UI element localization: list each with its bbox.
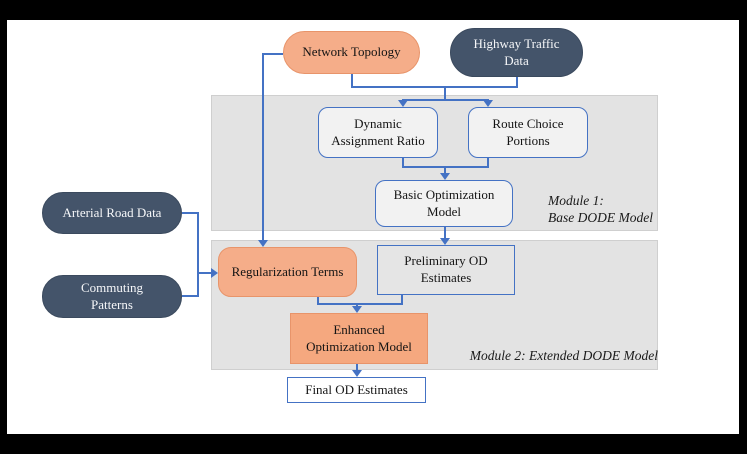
connector-into-regularization [197, 272, 211, 274]
connector-basic-to-preliminary [444, 227, 446, 239]
node-final-od-estimates: Final OD Estimates [287, 377, 426, 403]
node-regularization-terms: Regularization Terms [218, 247, 357, 297]
node-basic-optimization-model-label: Basic Optimization Model [393, 186, 495, 219]
connector-highway-down [516, 77, 518, 87]
connector-preliminary-down [401, 295, 403, 305]
node-route-choice-portions: Route Choice Portions [468, 107, 588, 158]
node-dynamic-assignment-ratio-label: Dynamic Assignment Ratio [331, 115, 425, 148]
connector-bottom-merge [317, 303, 403, 305]
connector-regularization-down [317, 297, 319, 305]
connector-merge-down [444, 86, 446, 100]
connector-topology-down [351, 73, 353, 87]
node-basic-optimization-model: Basic Optimization Model [375, 180, 513, 227]
connector-dynamic-down [402, 158, 404, 168]
node-dynamic-assignment-ratio: Dynamic Assignment Ratio [318, 107, 438, 158]
arrow-into-preliminary [440, 238, 450, 245]
node-highway-traffic-data-label: Highway Traffic Data [473, 35, 560, 68]
node-regularization-terms-label: Regularization Terms [231, 263, 344, 279]
node-network-topology: Network Topology [283, 31, 420, 74]
connector-route-down [487, 158, 489, 168]
connector-to-basic [444, 166, 446, 174]
node-arterial-road-data-label: Arterial Road Data [62, 204, 162, 220]
node-final-od-estimates-label: Final OD Estimates [305, 381, 408, 397]
connector-arterial-right [182, 212, 199, 214]
connector-enhanced-down [356, 364, 358, 371]
connector-topology-to-regularization [262, 53, 264, 240]
arrow-into-regularization-top [258, 240, 268, 247]
connector-left-join [197, 212, 199, 297]
connector-to-enhanced [356, 303, 358, 307]
node-highway-traffic-data: Highway Traffic Data [450, 28, 583, 77]
arrow-into-enhanced [352, 306, 362, 313]
connector-commuting-right [182, 295, 199, 297]
connector-split [402, 99, 489, 101]
arrow-into-regularization-left [211, 268, 218, 278]
node-route-choice-portions-label: Route Choice Portions [492, 115, 564, 148]
arrow-into-basic [440, 173, 450, 180]
module2-label: Module 2: Extended DODE Model [469, 348, 658, 363]
node-network-topology-label: Network Topology [302, 44, 401, 60]
node-arterial-road-data: Arterial Road Data [42, 192, 182, 234]
connector-topology-left [262, 53, 283, 55]
arrow-into-dynamic [398, 100, 408, 107]
connector-top-merge [351, 86, 518, 88]
node-enhanced-optimization-model-label: Enhanced Optimization Model [306, 321, 412, 354]
diagram-canvas: Module 1: Base DODE Model Module 2: Exte… [7, 20, 739, 434]
node-preliminary-od-estimates: Preliminary OD Estimates [377, 245, 515, 295]
node-enhanced-optimization-model: Enhanced Optimization Model [290, 313, 428, 364]
arrow-into-route [483, 100, 493, 107]
node-commuting-patterns-label: Commuting Patterns [80, 279, 144, 312]
node-commuting-patterns: Commuting Patterns [42, 275, 182, 318]
arrow-into-final [352, 370, 362, 377]
node-preliminary-od-estimates-label: Preliminary OD Estimates [404, 253, 488, 285]
module1-label: Module 1: Base DODE Model [548, 193, 653, 226]
